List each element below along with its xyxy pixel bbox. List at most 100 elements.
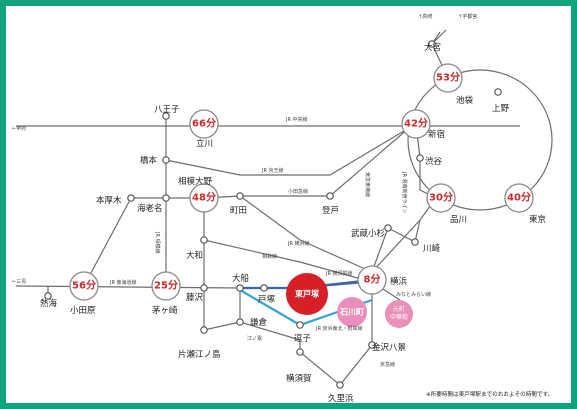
label-noborito: 登戸 [322,205,339,216]
dot-katase [200,326,208,334]
dot-ofuna [236,284,244,292]
time-odawara: 56分 [72,279,96,292]
dot-yamato [200,236,208,244]
toyoko-shonan [371,197,437,273]
label-kamakura: 鎌倉 [250,317,268,328]
label-hashimoto: 橋本 [140,155,158,166]
label-ofuna: 大船 [232,273,250,284]
footnote: ※所要時間は東戸塚駅までのおおよその時間です。 [426,390,553,398]
motomachi-marker [385,300,413,328]
label-honatsugi: 本厚木 [96,195,122,206]
label-atami: 熱海 [40,298,58,309]
line-shonan: JR 湘南新宿ライン [401,171,408,214]
ring-tokyo [504,183,534,213]
ishikawacho-marker [337,297,367,327]
route-map: 53分 66分 42分 48分 30分 40分 56分 25分 8分 東戸塚 石… [12,13,553,403]
direction-labels: ↑高崎 ↑宇都宮 ←甲府 ←三島 [12,13,477,285]
dot-hashimoto [162,156,170,164]
time-shinagawa: 30分 [429,191,453,204]
dot-totsuka [260,284,268,292]
label-sagamiono: 相模大野 [178,176,213,187]
label-shibuya: 渋谷 [425,156,443,167]
label-shinagawa: 品川 [450,215,467,225]
yokohama-line [239,195,373,273]
label-kurihama: 久里浜 [328,393,354,403]
label-shinjuku: 新宿 [428,129,445,140]
dot-hachioji [162,112,170,120]
dot-omiya [428,40,436,48]
time-chigasaki: 25分 [154,279,178,292]
dir-takasaki: ↑高崎 [418,13,432,20]
label-ueno: 上野 [492,104,510,114]
dir-utsunomiya: ↑宇都宮 [458,13,477,20]
line-yokosuka: JR 横須賀線 [325,270,353,277]
dot-yokosuka [296,348,304,356]
motomachi-label-2: 中華街 [390,313,408,321]
label-machida: 町田 [230,206,247,216]
label-ebina: 海老名 [137,203,163,214]
ring-sagamiono [189,183,219,213]
label-kawasaki: 川崎 [423,243,441,254]
dot-zushi [296,321,304,329]
label-tachikawa: 立川 [196,138,213,149]
dot-ueno [494,88,502,96]
ring-tachikawa [189,109,219,139]
time-ikebukuro: 53分 [436,71,460,84]
label-zushi: 逗子 [294,333,312,344]
label-ikebukuro: 池袋 [456,95,474,106]
line-keikyu: 京急線 [380,361,395,368]
ring-ikebukuro [433,63,463,93]
line-enoden: 江ノ電 [247,335,262,342]
label-fujisawa: 藤沢 [186,292,204,303]
line-sagami-jr: JR 相模線 [154,231,161,254]
label-omiya: 大宮 [424,42,441,53]
yamanote-loop [407,69,553,211]
time-shinjuku: 42分 [404,117,428,130]
label-kanazawahakkei: 金沢八景 [372,342,406,353]
odakyu-line [203,127,410,199]
label-yokosuka: 横須賀 [286,373,312,384]
sotetsu-line [203,239,373,283]
label-odawara: 小田原 [70,305,96,316]
dot-machida [236,192,244,200]
line-toyoko: 東急東横線 [364,172,371,197]
dot-kurihama [336,381,344,389]
ring-odawara [69,271,99,301]
label-musashikosugi: 武蔵小杉 [351,228,386,239]
higashitotsuka-marker [286,273,328,315]
label-chigasaki: 茅ヶ崎 [152,305,178,316]
ring-shinagawa [426,183,456,213]
highlight-stations: 東戸塚 石川町 元町 中華街 [286,273,413,328]
time-sagamiono: 48分 [192,191,216,204]
ring-chigasaki [151,271,181,301]
line-keihin: JR 京浜東北・根岸線 [315,325,363,332]
station-labels: 大宮 池袋 上野 八王子 立川 新宿 渋谷 橋本 相模大野 本厚木 海老名 町田… [40,42,546,403]
time-tokyo: 40分 [507,191,531,204]
railway-lines [15,29,553,386]
dir-mishima: ←三島 [12,278,26,285]
odakyu-odawara [83,197,132,287]
station-dots [44,40,502,389]
ring-yokohama [357,265,387,295]
label-hachioji: 八王子 [154,105,180,115]
dot-shibuya [416,154,424,162]
dot-kawasaki [411,238,419,246]
ring-shinjuku [401,109,431,139]
dir-kofu: ←甲府 [12,125,26,132]
enoden-line [203,321,241,331]
label-katasenoshima: 片瀬江ノ島 [178,349,221,360]
motomachi-label-1: 元町 [393,306,405,313]
dot-atami [44,292,52,300]
dot-ebina [162,194,170,202]
line-minatomirai: みなとみらい線 [396,291,431,298]
line-chuo: JR 中央線 [285,116,308,123]
label-tokyo: 東京 [529,214,546,225]
label-yamato: 大和 [186,250,203,261]
time-tachikawa: 66分 [192,117,216,130]
line-odakyu: 小田急線 [288,188,308,195]
dot-fujisawa [200,284,208,292]
time-rings: 53分 66分 42分 48分 30分 40分 56分 25分 8分 [69,63,534,301]
label-yokohama: 横浜 [390,276,408,287]
dot-honatsugi [127,194,135,202]
